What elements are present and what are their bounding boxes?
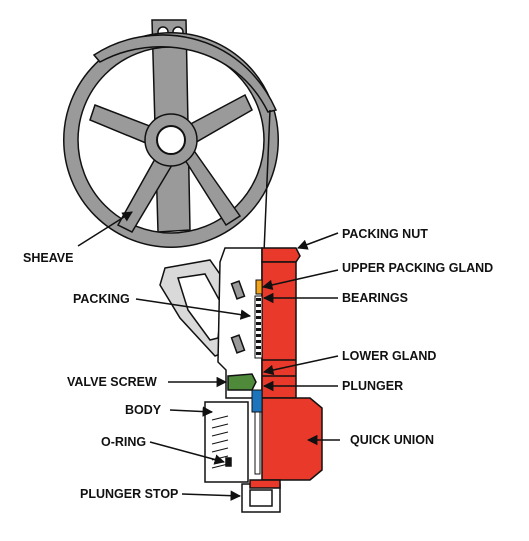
sheave-guard: [92, 34, 278, 113]
leader-sheave: [77, 211, 133, 247]
leader-body: [169, 406, 214, 417]
label-plunger: PLUNGER: [342, 379, 403, 393]
packing-nut-part: [261, 247, 301, 263]
label-o-ring: O-RING: [101, 435, 146, 449]
bearing-stack: [254, 295, 263, 359]
quick-union-part: [261, 397, 323, 481]
leader-packing: [135, 298, 252, 320]
sheave-rim: [63, 32, 279, 248]
sheave-axle: [156, 125, 186, 155]
leader-packing-nut: [297, 232, 339, 250]
plunger-stop-inner: [249, 489, 273, 507]
leader-lower-gland: [262, 355, 339, 376]
plunger-part: [251, 389, 263, 413]
label-plunger-stop: PLUNGER STOP: [80, 487, 178, 501]
leader-lines: [77, 211, 340, 501]
plunger-shaft: [254, 411, 261, 475]
label-sheave: SHEAVE: [23, 251, 73, 265]
label-packing: PACKING: [73, 292, 130, 306]
sheave-spokes: [89, 93, 253, 233]
label-upper-packing-gland: UPPER PACKING GLAND: [342, 261, 493, 275]
leader-o-ring: [149, 441, 226, 465]
label-bearings: BEARINGS: [342, 291, 408, 305]
valve-screw-part: [227, 373, 257, 391]
o-ring: [225, 457, 232, 467]
lower-collar: [249, 479, 281, 489]
label-body: BODY: [125, 403, 162, 417]
leader-plunger-stop: [181, 490, 242, 501]
sheave: [63, 19, 279, 248]
upper-packing-gland-part: [255, 279, 263, 295]
label-quick-union: QUICK UNION: [350, 433, 434, 447]
body-block: [204, 401, 249, 483]
upper-column: [261, 261, 297, 399]
housing-slot: [230, 280, 246, 300]
leader-upper-packing-gland: [261, 269, 339, 291]
housing-slot: [230, 334, 246, 354]
label-valve-screw: VALVE SCREW: [67, 375, 157, 389]
label-packing-nut: PACKING NUT: [342, 227, 428, 241]
label-lower-gland: LOWER GLAND: [342, 349, 436, 363]
